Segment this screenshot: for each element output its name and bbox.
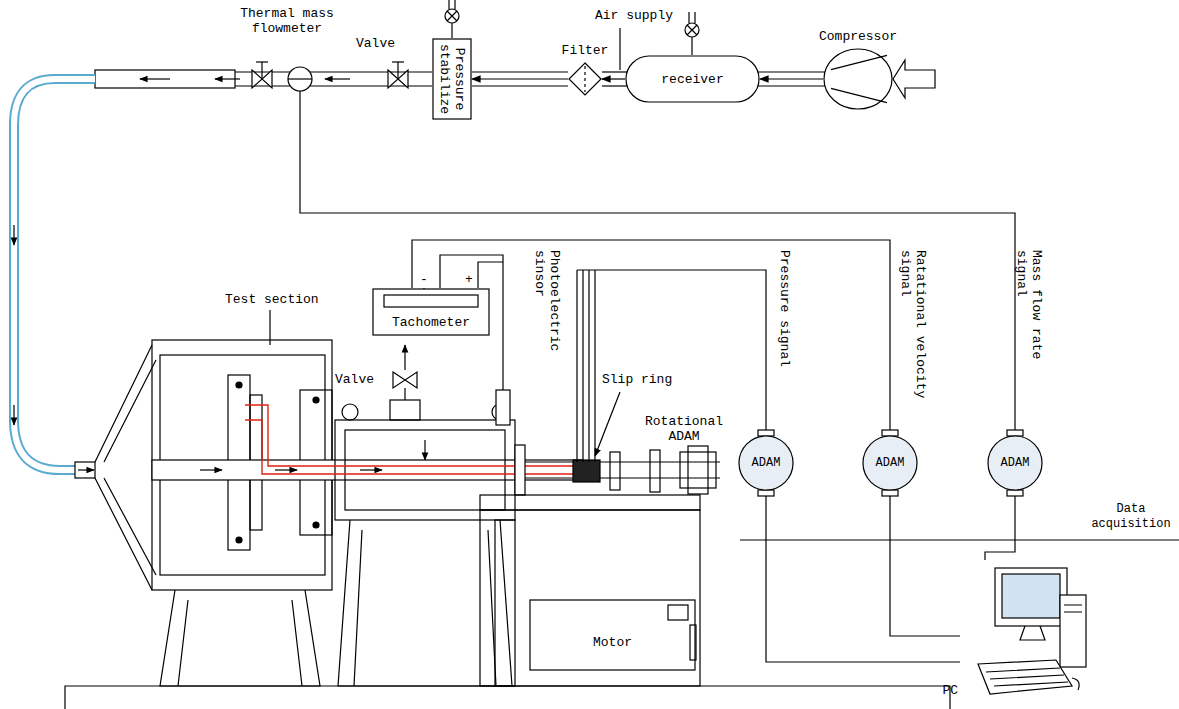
part-label: Valve — [356, 36, 401, 51]
shape-outline — [1072, 678, 1079, 690]
part-label: Data acquisition — [1088, 502, 1174, 532]
part-label: Rotational ADAM — [636, 414, 732, 444]
adam-module: ADAM — [862, 430, 918, 496]
part-label: + — [465, 272, 477, 287]
tachometer-box: Tachometer — [372, 288, 490, 336]
compressor-node: Compressor — [823, 48, 893, 110]
shape-outline — [823, 48, 893, 110]
shape-outline — [882, 430, 898, 436]
part-label: Valve — [335, 372, 380, 387]
shape-outline — [758, 430, 774, 436]
shape-outline — [960, 560, 1090, 700]
node-text: Compressor — [819, 29, 897, 44]
node-text: Tachometer — [392, 315, 470, 330]
pc-node: PC — [960, 560, 1090, 700]
shape-outline — [824, 49, 892, 109]
part-label: Thermal mass flowmeter — [235, 6, 339, 36]
filter-node: Filter — [568, 62, 602, 96]
node-text: Pressure stabilize — [437, 41, 467, 117]
node-text: Filter — [562, 43, 609, 58]
signal-label: Mass flow rate signal — [1014, 250, 1044, 370]
shape-outline — [1064, 605, 1082, 612]
motor-box: Motor — [535, 620, 690, 665]
node-text: ADAM — [876, 456, 905, 471]
part-label: Test section — [225, 292, 325, 307]
connector — [472, 78, 568, 79]
part-label: Slip ring — [602, 372, 682, 387]
shape-outline — [584, 66, 585, 92]
connector — [890, 496, 960, 636]
connector — [760, 78, 823, 79]
shape-outline — [1002, 574, 1060, 618]
shape-outline — [433, 39, 471, 119]
shape-outline — [626, 56, 759, 102]
connector — [602, 78, 625, 79]
node-text: Motor — [593, 635, 632, 650]
stabilizer-box: Pressure stabilize — [432, 38, 472, 120]
node-text: receiver — [661, 72, 723, 87]
receiver-tank: receiver — [625, 55, 760, 103]
shape-outline — [988, 436, 1042, 490]
shape-outline — [863, 436, 917, 490]
shape-outline — [739, 436, 793, 490]
node-text: ADAM — [1001, 456, 1030, 471]
node-text: ADAM — [752, 456, 781, 471]
shape-outline — [831, 55, 887, 102]
adam-module: ADAM — [738, 430, 794, 496]
shape-outline — [882, 490, 898, 496]
shape-outline — [995, 568, 1067, 626]
photo-sensor — [496, 390, 510, 425]
shape-outline — [1007, 490, 1023, 496]
shape-outline — [568, 62, 602, 96]
part-label: Air supply — [595, 8, 675, 23]
shape-outline — [978, 660, 1072, 694]
signal-label: Ratational velocity signal — [898, 250, 928, 408]
node-text: PC — [942, 683, 958, 698]
shape-outline — [758, 490, 774, 496]
connector — [766, 496, 960, 662]
shape-outline — [1020, 626, 1045, 640]
shape-outline — [384, 295, 478, 307]
valve-symbol — [252, 62, 408, 88]
signal-label: Pressure signal — [777, 250, 792, 380]
adam-module: ADAM — [987, 430, 1043, 496]
part-label: - — [420, 272, 432, 287]
shape-outline — [986, 668, 1068, 686]
test-section-drawing — [65, 255, 1179, 709]
shape-outline — [1007, 430, 1023, 436]
flowmeter-symbol — [288, 67, 312, 91]
signal-label: Photoelectric sinsor — [532, 250, 562, 362]
shape-outline — [373, 289, 489, 335]
shape-outline — [569, 63, 601, 95]
connector — [985, 496, 1015, 560]
shape-outline — [1060, 595, 1086, 667]
